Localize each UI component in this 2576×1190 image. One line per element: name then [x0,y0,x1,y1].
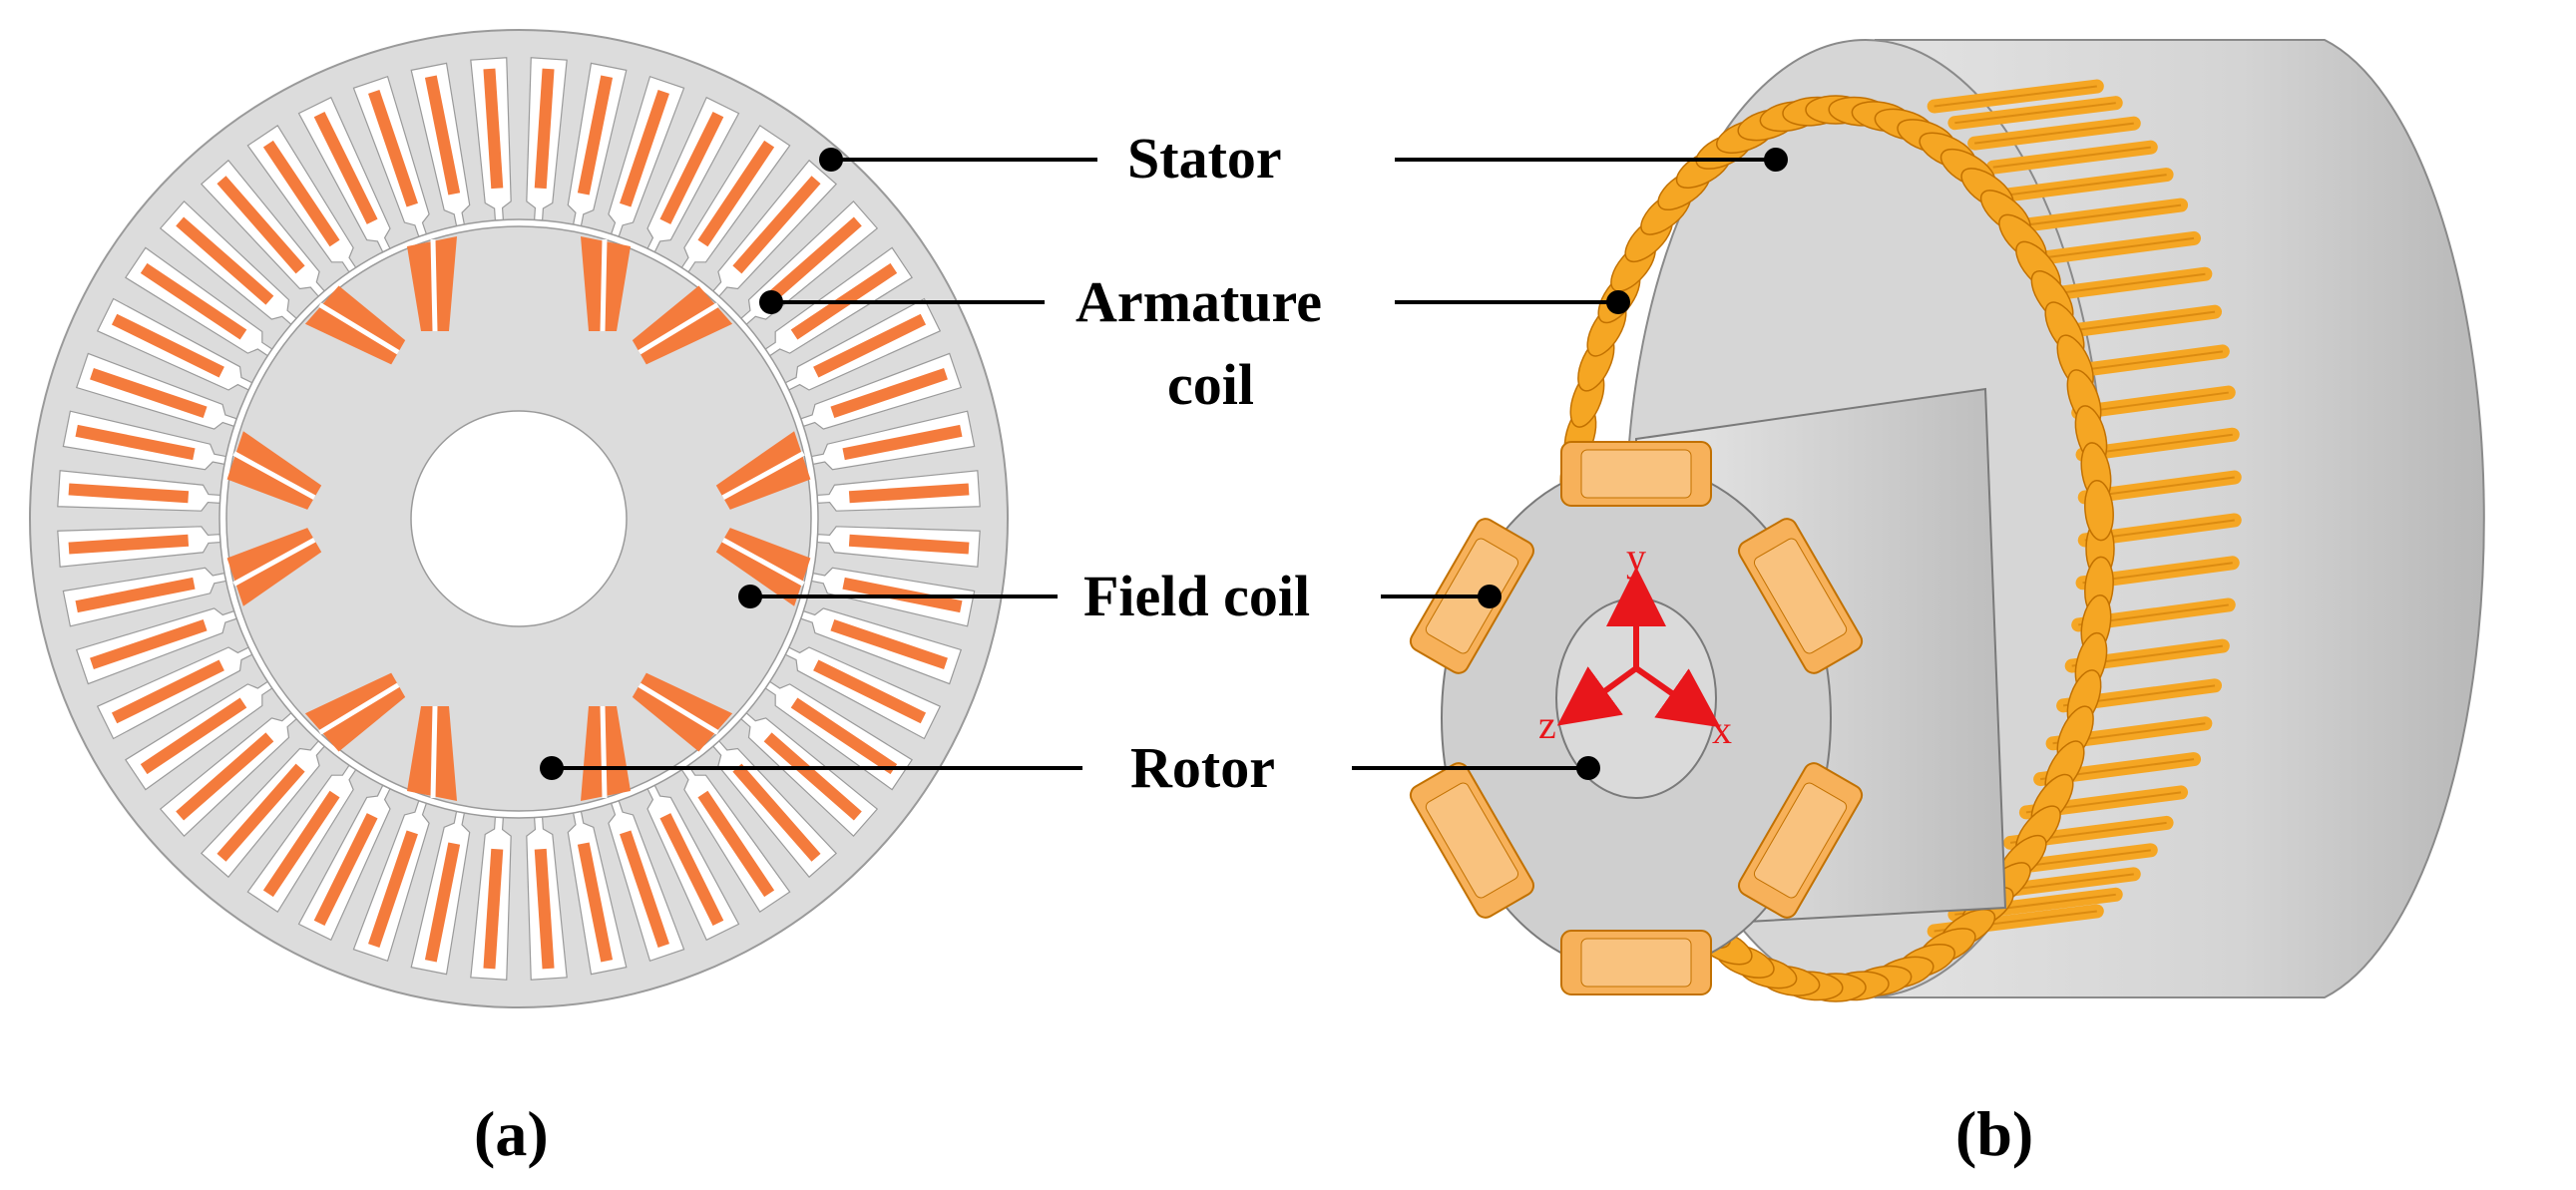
stator-slot [62,567,227,627]
axis-label-x: x [1712,707,1732,752]
rotor-pole-coils [226,236,811,801]
field-coil-pair [226,285,406,510]
stator-slot [297,96,391,253]
field-coil-3d [1409,762,1535,919]
coordinate-axes: y x z [1538,535,1732,752]
label-field-coil: Field coil [1083,564,1310,628]
stator-slot [526,816,568,981]
axis-label-z: z [1538,702,1556,747]
stator-slot [297,784,391,942]
stator-slots [57,57,981,981]
stator-slot [680,764,791,913]
three-d-view: y x z [1409,39,2485,1002]
stator-slot [740,711,879,838]
field-coil-3d [1560,930,1712,995]
stator-slot [125,680,273,791]
stator-slot [800,352,963,430]
stator-slot [57,526,221,568]
stator-slot [75,607,237,685]
stator-slot [200,740,326,879]
field-coils-3d [1409,441,1864,995]
label-rotor: Rotor [1130,735,1275,800]
field-coil-3d [1737,762,1864,919]
stator-slot [62,410,227,471]
stator-slot [410,62,471,227]
stator-slot [410,810,471,976]
stator-slot [96,646,253,740]
stator-slot [784,297,942,391]
stator-slot [470,57,512,221]
caption-b: (b) [1955,1098,2033,1169]
stator-slot [810,410,976,471]
stator-slot [200,159,326,297]
stator-slot [75,352,237,430]
caption-a: (a) [474,1098,549,1169]
field-coil-pair [226,528,406,752]
label-armature-line1: Armature [1075,269,1322,334]
field-coil-3d [1560,441,1712,507]
stator-slot [764,680,913,791]
stator-slot [816,470,981,512]
stator-slot [646,784,740,942]
stator-slot [526,57,568,221]
stator-slot [470,816,512,981]
stator-slot [646,96,740,253]
leader-lines [552,158,1776,770]
stator-slot [567,810,628,976]
axis-label-y: y [1626,535,1646,580]
label-armature-line2: coil [1167,352,1254,417]
field-coil-pair [407,705,631,801]
stator-slot [352,800,430,963]
label-stator: Stator [1127,126,1282,191]
stator-slot [816,526,981,568]
stator-slot [608,800,685,963]
stator-slot [246,125,357,273]
cross-section-view [29,29,1009,1008]
field-coil-pair [407,236,631,332]
stator-slot [800,607,963,685]
stator-slot [57,470,221,512]
leader-dots [540,148,1788,780]
shaft-hole [410,410,628,627]
stator-slot [352,75,430,237]
field-coil-pair [632,285,811,510]
stator-slot [784,646,942,740]
stator-slot [125,246,273,357]
stator-slot [711,740,838,879]
stator-slot [567,62,628,227]
stator-slot [246,764,357,913]
stator-slot [96,297,253,391]
stator-slot [159,711,297,838]
stator-slot [711,159,838,297]
stator-slot [680,125,791,273]
stator-slot [159,199,297,326]
field-coil-pair [632,528,811,752]
stator-slot [608,75,685,237]
field-coil-3d [1737,518,1864,674]
